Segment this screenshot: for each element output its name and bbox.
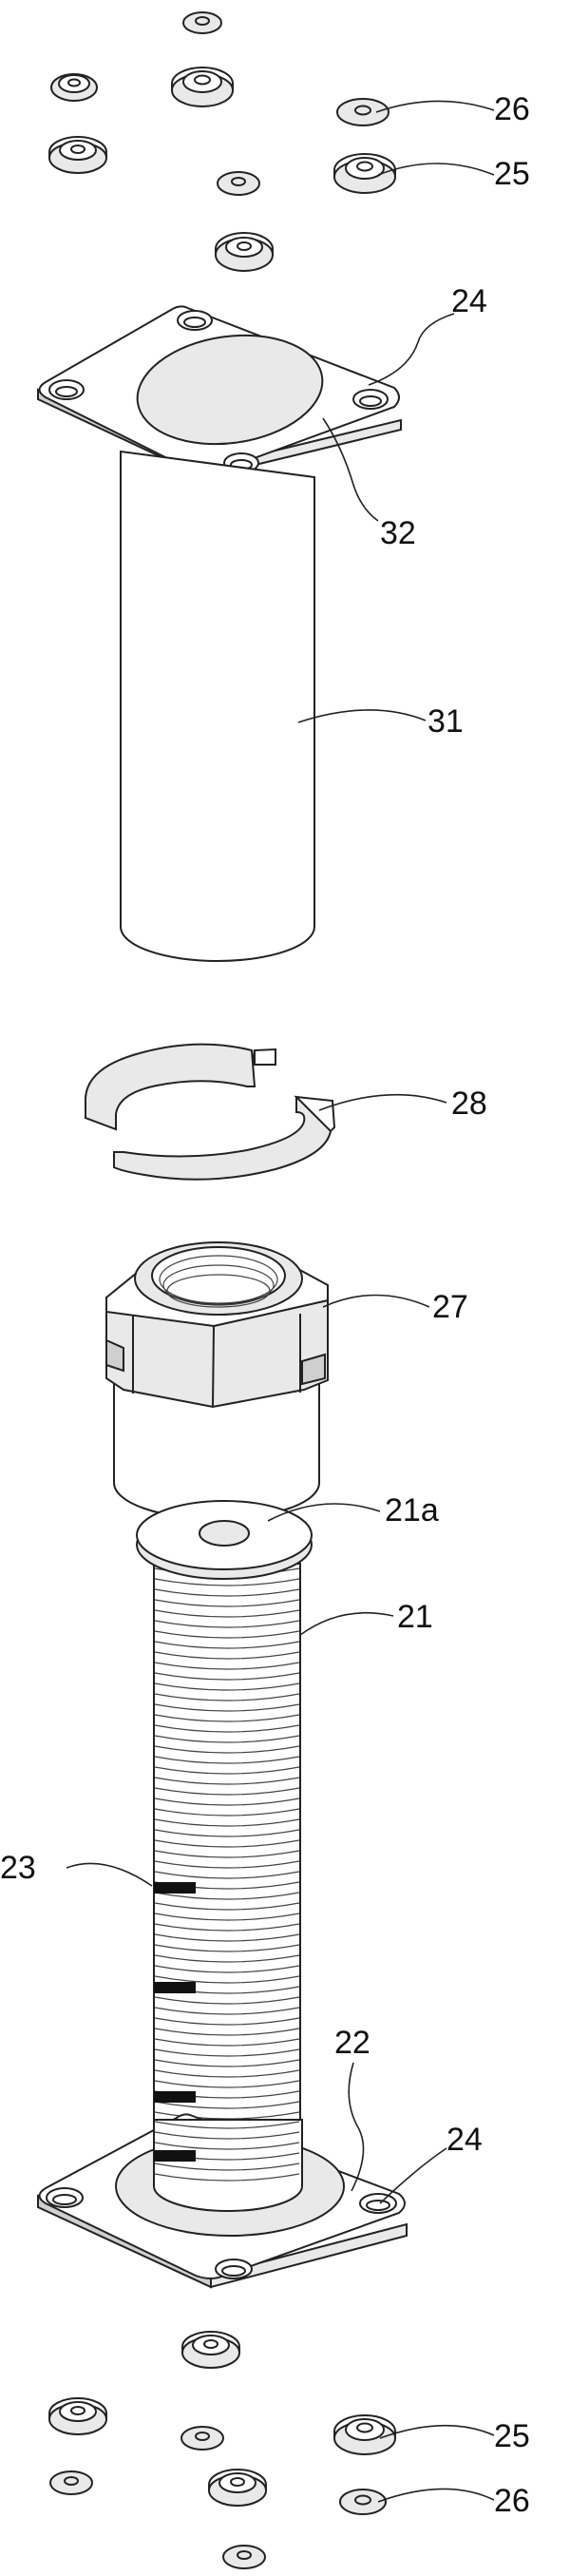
washer: [183, 12, 221, 33]
nut: [49, 137, 106, 173]
label-24-top: 24: [451, 283, 487, 319]
label-31: 31: [428, 703, 464, 740]
mark-23: [154, 1882, 196, 1894]
screw-21: [137, 1501, 312, 2124]
label-23: 23: [0, 1850, 36, 1886]
label-21a: 21a: [385, 1492, 439, 1528]
washer: [223, 2546, 265, 2568]
label-26-bottom: 26: [494, 2483, 530, 2519]
bottom-washers-and-nuts: [49, 2332, 395, 2568]
mark-23: [154, 1982, 196, 1993]
nut-25: [334, 2415, 395, 2454]
nut: [182, 2332, 239, 2368]
label-21: 21: [397, 1599, 433, 1635]
label-25-top: 25: [494, 156, 530, 192]
split-ring-28: [86, 1045, 334, 1180]
base-plate-22: [38, 2114, 407, 2287]
top-washers-and-nuts: [49, 12, 395, 271]
washer: [218, 172, 259, 195]
nut: [49, 2398, 106, 2434]
tube-assembly: [38, 306, 401, 961]
label-22: 22: [334, 2025, 370, 2061]
nut: [51, 74, 97, 101]
label-24-bottom: 24: [446, 2122, 483, 2158]
label-32: 32: [380, 515, 416, 551]
nut: [172, 67, 233, 106]
adjust-nut-27: [106, 1242, 328, 1519]
label-27: 27: [432, 1289, 468, 1325]
nut: [209, 2470, 266, 2506]
label-28: 28: [451, 1086, 487, 1122]
mark-23: [154, 2091, 196, 2103]
nut-25: [334, 154, 395, 193]
label-26-top: 26: [494, 91, 530, 127]
washer-26: [337, 99, 389, 125]
nut: [216, 233, 273, 271]
washer: [50, 2471, 92, 2494]
washer: [181, 2427, 223, 2450]
label-25-bottom: 25: [494, 2418, 530, 2454]
